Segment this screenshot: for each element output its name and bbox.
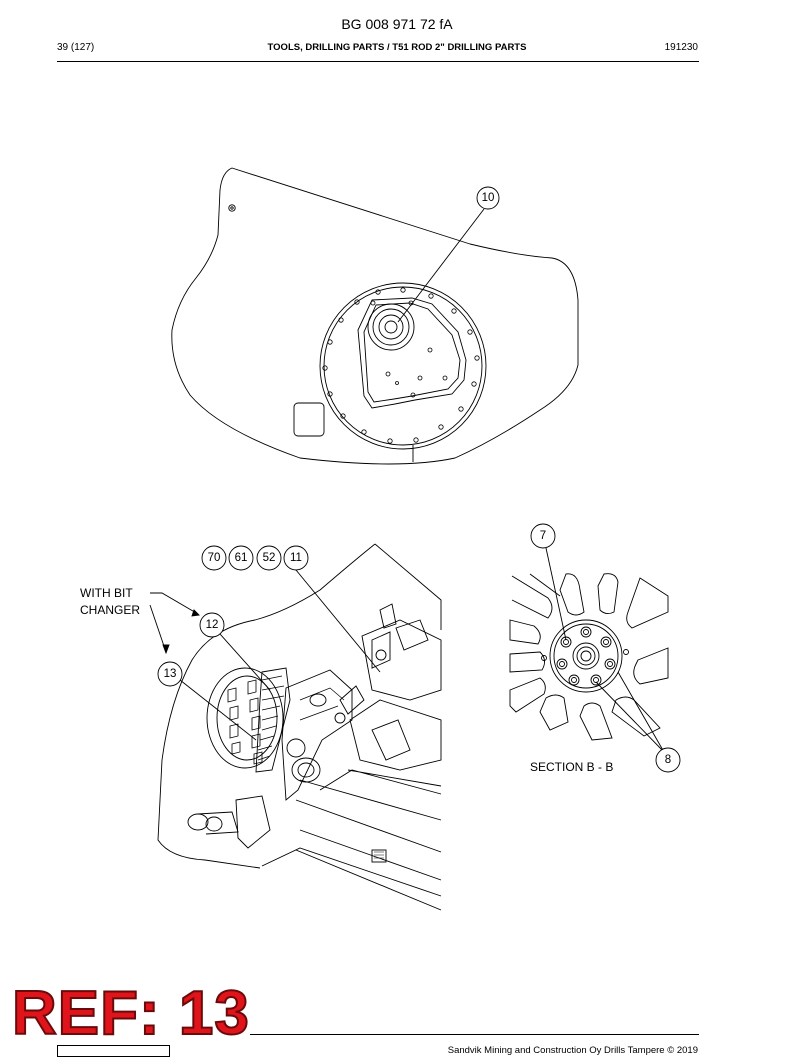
callout-61-circle [228, 545, 254, 571]
upper-block [339, 685, 365, 715]
section-b-b-drawing: 7 8 SECTION B - B [509, 523, 681, 774]
mount-hole [228, 204, 236, 212]
centralizer [349, 699, 442, 771]
body-edges [299, 687, 345, 721]
page-number: 39 (127) [57, 42, 95, 53]
callout-11: 11 [290, 552, 302, 564]
leader-10 [397, 208, 485, 323]
centralizer-jaw [371, 719, 411, 761]
motor-inner [297, 762, 315, 778]
callout-70: 70 [208, 552, 221, 564]
flange-bolts [322, 287, 480, 444]
iso-plate-outline [157, 543, 442, 869]
section-spokes [509, 573, 669, 741]
ref-badge: REF: 13 [11, 979, 250, 1048]
lower-bracket [235, 795, 271, 849]
date-code: 191230 [664, 42, 698, 53]
callout-11-circle [283, 545, 309, 571]
mount-hole-center [230, 206, 234, 210]
spindle-inner [378, 314, 404, 340]
upper-boss [309, 693, 327, 707]
section-bolt-circle [541, 626, 629, 686]
beam-label-plate [371, 849, 387, 863]
body-boss [334, 712, 346, 724]
rod-holder-parts [371, 619, 429, 669]
callout-8-circle [655, 747, 681, 773]
rotation-unit-body [281, 669, 353, 801]
callout-10-circle [476, 186, 500, 210]
callout-13: 13 [164, 668, 177, 680]
flange-inner [323, 286, 483, 446]
leader-13 [179, 679, 257, 741]
cylinder-eye [205, 816, 223, 832]
small-bracket [293, 402, 325, 437]
callout-52-circle [256, 545, 282, 571]
spindle-core [384, 320, 398, 334]
bit-changer-arm [255, 667, 291, 773]
chain-links [257, 675, 285, 761]
motor-outer [291, 757, 321, 783]
with-bit-changer-label-1: WITH BIT [80, 586, 133, 600]
gear-cover [357, 297, 467, 409]
callout-61: 61 [235, 552, 248, 564]
top-view-drawing: 10 [171, 167, 579, 465]
arrowhead-1 [191, 609, 200, 617]
callout-13-circle [157, 661, 183, 687]
section-title: TOOLS, DRILLING PARTS / T51 ROD 2" DRILL… [267, 42, 527, 53]
gear-cover-inner [363, 302, 461, 403]
section-flange-inner [553, 623, 619, 689]
holder-bolt [375, 649, 387, 661]
callout-7: 7 [540, 530, 546, 542]
spindle-outer [367, 303, 415, 351]
flange-outer [319, 282, 487, 450]
rod-holder [361, 619, 442, 701]
cylinder-body [197, 811, 239, 835]
leader-12 [219, 633, 271, 691]
leader-7 [545, 547, 567, 641]
arrowhead-2 [162, 644, 170, 655]
with-bit-leader-1 [150, 592, 199, 615]
feed-beam-rails [261, 779, 442, 911]
section-bore-inner [580, 650, 592, 662]
section-label: SECTION B - B [530, 760, 613, 774]
footer-rule [250, 1034, 699, 1035]
holder-clamp [379, 603, 397, 629]
gear-housing [206, 667, 284, 769]
footer-copyright: Sandvik Mining and Construction Oy Drill… [447, 1045, 698, 1056]
cover-bolts [370, 300, 448, 398]
isometric-assembly-drawing: 70 61 52 11 12 13 WITH BIT CHANGER [80, 543, 442, 911]
plate-lines [374, 851, 384, 859]
with-bit-changer-label-2: CHANGER [80, 603, 140, 617]
callout-52: 52 [263, 552, 276, 564]
callout-7-circle [530, 523, 556, 549]
section-flange [549, 619, 623, 693]
section-bore-outer [572, 642, 600, 670]
leader-8b [617, 671, 665, 753]
leader-11 [295, 569, 381, 673]
gear-teeth [227, 679, 263, 765]
sandvik-logo [57, 1045, 170, 1057]
feed-beam-top [319, 769, 442, 795]
header-rule [57, 61, 699, 62]
motor-port [286, 738, 306, 758]
with-bit-leader-2 [149, 604, 167, 653]
top-plate-outline [171, 167, 579, 465]
callout-10: 10 [482, 192, 495, 204]
leader-8a [595, 681, 665, 753]
callout-12: 12 [206, 619, 219, 631]
callout-8: 8 [665, 754, 671, 766]
spindle-mid [372, 308, 410, 346]
callout-70-circle [201, 545, 227, 571]
document-number: BG 008 971 72 fA [341, 16, 453, 32]
cylinder-end [187, 813, 209, 831]
section-bore-mid [576, 646, 596, 666]
gear-housing-inner [216, 675, 278, 761]
callout-12-circle [199, 612, 225, 638]
